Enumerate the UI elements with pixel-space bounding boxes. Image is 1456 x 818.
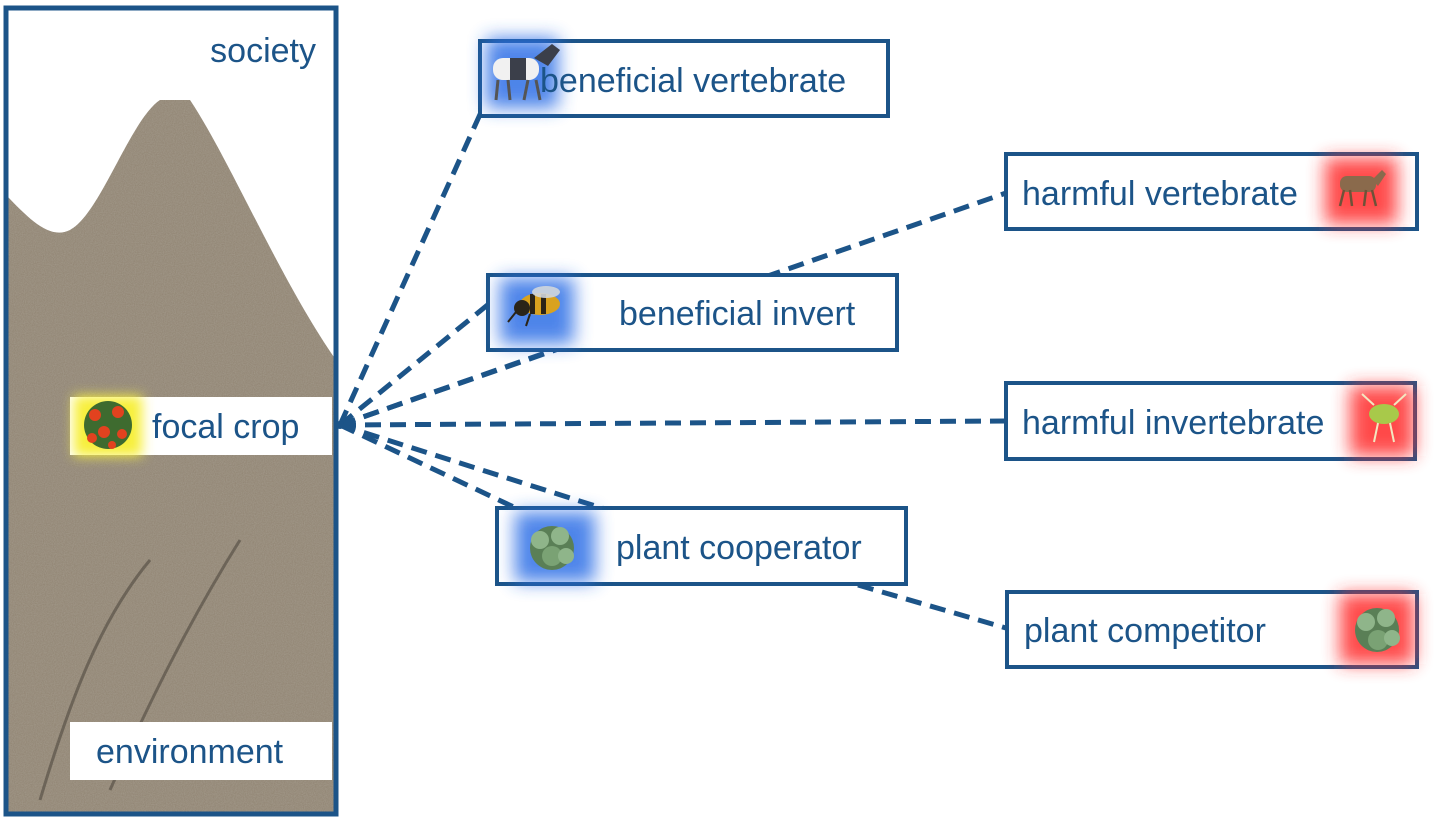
goat-icon — [493, 44, 560, 101]
connector-beneficial-vertebrate — [337, 108, 485, 427]
landscape-image — [6, 100, 336, 814]
environment-label: environment — [96, 733, 284, 771]
node-label: plant cooperator — [616, 529, 862, 567]
node-label: beneficial vertebrate — [540, 62, 846, 100]
connector-plant-cooperator-2 — [339, 422, 609, 513]
connector-harmful-invertebrate — [339, 418, 1007, 428]
node-harmful-invertebrate: harmful invertebrate — [1004, 381, 1417, 461]
node-label: harmful invertebrate — [1022, 404, 1324, 442]
society-label: society — [210, 32, 316, 70]
node-beneficial-vertebrate: beneficial vertebrate — [478, 38, 890, 118]
deer-icon — [1338, 170, 1386, 207]
connector-plant-competitor — [857, 582, 1007, 631]
plant-icon — [530, 526, 574, 570]
aphid-icon — [1361, 393, 1407, 443]
connector-beneficial-invert — [338, 301, 492, 427]
connector-plant-cooperator — [338, 422, 522, 513]
node-label: beneficial invert — [619, 295, 856, 333]
focal-crop-label: focal crop — [152, 408, 299, 446]
hub-point — [336, 421, 344, 429]
plant-icon — [1355, 608, 1400, 652]
tomato-plant-icon — [84, 401, 132, 449]
node-label: harmful vertebrate — [1022, 175, 1298, 213]
node-beneficial-invert: beneficial invert — [486, 273, 899, 352]
node-harmful-vertebrate: harmful vertebrate — [1004, 152, 1419, 231]
focal-crop-node: focal crop — [70, 396, 332, 456]
node-label: plant competitor — [1024, 612, 1266, 650]
connector-beneficial-invert-2 — [339, 349, 549, 428]
node-plant-competitor: plant competitor — [1005, 590, 1419, 669]
node-plant-cooperator: plant cooperator — [495, 506, 908, 586]
bee-icon — [507, 286, 560, 327]
